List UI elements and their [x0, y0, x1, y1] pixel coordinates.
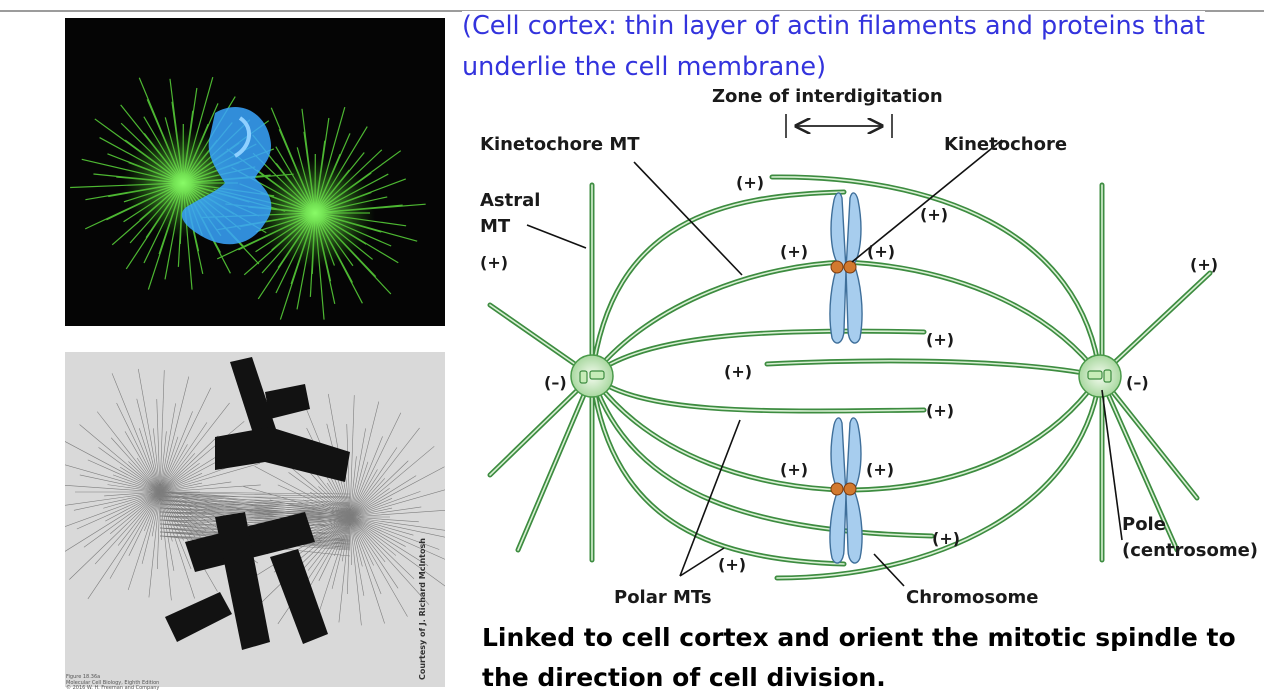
leader-kinetochore	[851, 139, 1003, 263]
kinetochore-dot	[843, 482, 857, 496]
note-line-1: (Cell cortex: thin layer of actin filame…	[462, 11, 1205, 41]
note-line-2: underlie the cell membrane)	[462, 52, 827, 82]
cell-cortex-note: (Cell cortex: thin layer of actin filame…	[462, 6, 1262, 88]
leader-astral	[526, 224, 587, 249]
kinetochore-dot	[830, 482, 844, 496]
plus-end-label: (+)	[932, 529, 960, 548]
plus-end-label: (+)	[780, 460, 808, 479]
zone-arrow	[785, 114, 893, 138]
plus-end-label: (+)	[480, 253, 508, 272]
pole-left	[570, 354, 614, 398]
leader-pole	[1101, 389, 1123, 541]
leader-polar-1	[679, 419, 741, 577]
mitotic-spindle-diagram: Zone of interdigitation Kinetochore MT K…	[480, 86, 1258, 608]
chromosome-label: Chromosome	[906, 587, 1038, 608]
plus-end-label: (+)	[926, 330, 954, 349]
leader-polar-2	[679, 547, 725, 577]
pole-label-2: (centrosome)	[1122, 540, 1258, 561]
minus-end-label: (–)	[1126, 373, 1149, 392]
pole-right	[1078, 354, 1122, 398]
microtubules	[487, 174, 1213, 581]
electron-micrograph	[65, 352, 445, 687]
kinetochore-dot	[830, 260, 844, 274]
zone-label: Zone of interdigitation	[712, 86, 943, 107]
photo-credit: Courtesy of J. Richard McIntosh	[418, 538, 427, 680]
plus-end-label: (+)	[1190, 255, 1218, 274]
plus-end-label: (+)	[867, 242, 895, 261]
caption-line: Figure 18.36a	[66, 674, 101, 680]
kinetochore-dot	[843, 260, 857, 274]
plus-end-label: (+)	[724, 362, 752, 381]
kinetochore-mt-label: Kinetochore MT	[480, 134, 640, 155]
pole-label-1: Pole	[1122, 514, 1166, 535]
leader-kinetochore-mt	[633, 161, 743, 276]
minus-end-label: (–)	[544, 373, 567, 392]
caption-line: Molecular Cell Biology, Eighth Edition	[66, 679, 160, 686]
plus-end-label: (+)	[926, 401, 954, 420]
conclusion-line-1: Linked to cell cortex and orient the mit…	[482, 623, 1236, 652]
astral-label-2: MT	[480, 216, 511, 237]
conclusion-line-2: the direction of cell division.	[482, 663, 886, 692]
polar-mts-label: Polar MTs	[614, 587, 712, 608]
plus-end-label: (+)	[780, 242, 808, 261]
plus-end-label: (+)	[920, 205, 948, 224]
plus-end-label: (+)	[736, 173, 764, 192]
plus-end-label: (+)	[866, 460, 894, 479]
plus-end-label: (+)	[718, 555, 746, 574]
astral-label-1: Astral	[480, 190, 540, 211]
figure-caption: Figure 18.36a Molecular Cell Biology, Ei…	[66, 674, 160, 692]
leader-chromosome	[873, 553, 905, 587]
fluorescence-micrograph	[65, 18, 445, 326]
conclusion-text: Linked to cell cortex and orient the mit…	[482, 618, 1252, 698]
caption-line: © 2016 W. H. Freeman and Company	[66, 685, 160, 691]
kinetochore-label: Kinetochore	[944, 134, 1067, 155]
